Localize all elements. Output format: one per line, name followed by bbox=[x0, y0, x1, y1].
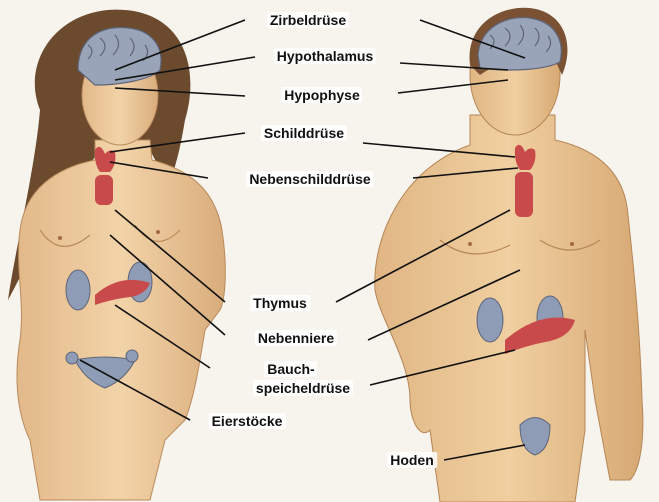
label-hoden: Hoden bbox=[387, 452, 437, 468]
label-thymus: Thymus bbox=[250, 295, 310, 311]
female-kidney-left bbox=[66, 270, 90, 310]
label-nebenniere: Nebenniere bbox=[255, 330, 337, 346]
male-thymus bbox=[515, 172, 533, 217]
label-bauchspeicheldruese-1: Bauch- bbox=[264, 361, 317, 377]
male-kidney-left bbox=[477, 298, 503, 342]
male-figure bbox=[375, 8, 643, 502]
label-eierstoecke: Eierstöcke bbox=[209, 413, 286, 429]
label-hypophyse: Hypophyse bbox=[281, 87, 362, 103]
female-figure bbox=[8, 10, 225, 500]
female-body bbox=[17, 140, 225, 500]
label-nebenschilddruese: Nebenschilddrüse bbox=[246, 171, 373, 187]
label-zirbeldruese: Zirbeldrüse bbox=[267, 12, 349, 28]
label-bauchspeicheldruese-2: speicheldrüse bbox=[253, 380, 353, 396]
label-hypothalamus: Hypothalamus bbox=[274, 48, 376, 64]
female-thymus bbox=[95, 175, 113, 205]
label-schilddruese: Schilddrüse bbox=[261, 125, 347, 141]
male-body bbox=[375, 115, 643, 502]
